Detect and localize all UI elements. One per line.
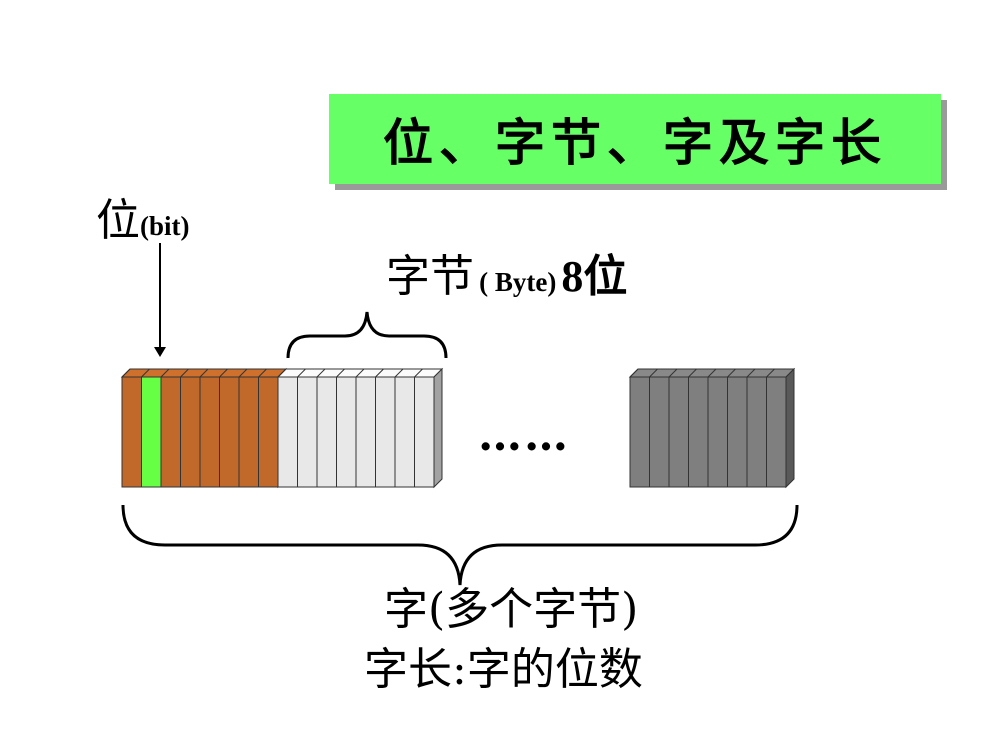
byte-label-cjk: 字节 xyxy=(386,251,474,302)
cell-group-side xyxy=(433,367,443,489)
bit-label: 位(bit) xyxy=(96,199,190,243)
bit-cell-edge xyxy=(219,368,228,378)
bit-cell xyxy=(141,376,162,488)
bit-cell-edge xyxy=(688,368,697,378)
bit-cell xyxy=(375,376,396,488)
bit-cell-edge xyxy=(316,368,326,378)
bit-cell xyxy=(199,376,220,488)
bit-cell-edge xyxy=(766,368,775,378)
bit-cell xyxy=(668,376,689,488)
cell-group-byte-last xyxy=(628,367,796,489)
bit-label-latin: (bit) xyxy=(140,211,190,241)
bit-cell-edge xyxy=(121,368,131,378)
byte-brace xyxy=(286,311,448,359)
bit-cell xyxy=(746,376,767,488)
bit-cell xyxy=(766,376,787,488)
byte-label-latin: ( Byte) xyxy=(479,267,557,297)
title-banner: 位、字节、字及字长 xyxy=(329,94,941,184)
bit-cell xyxy=(394,376,415,488)
bit-cell xyxy=(219,376,240,488)
bit-cell xyxy=(649,376,670,488)
byte-label: 字节 ( Byte) 8位 xyxy=(386,255,627,299)
bit-cell xyxy=(707,376,728,488)
word-brace xyxy=(121,504,799,586)
bit-cell-edge xyxy=(297,368,306,378)
bit-cell xyxy=(277,376,298,488)
bit-cell-edge xyxy=(180,368,189,378)
bit-cell-edge xyxy=(746,368,756,378)
bit-cell xyxy=(688,376,709,488)
bit-cell-edge xyxy=(277,368,287,378)
ellipsis: …… xyxy=(478,410,570,461)
bit-cell xyxy=(316,376,337,488)
bit-cell-edge xyxy=(727,368,736,378)
bit-cell-edge xyxy=(336,368,345,378)
bit-cell xyxy=(629,376,650,488)
bit-cell-edge xyxy=(668,368,678,378)
bit-cell xyxy=(238,376,259,488)
bit-cell xyxy=(414,376,435,488)
bit-cell-edge xyxy=(258,368,267,378)
bit-cell xyxy=(121,376,142,488)
bit-cell xyxy=(297,376,318,488)
word-length-label: 字长:字的位数 xyxy=(364,644,643,695)
cell-group-byte-1 xyxy=(120,367,288,489)
bit-cell-edge xyxy=(414,368,423,378)
cell-group-side xyxy=(785,367,795,489)
bit-cell-edge xyxy=(238,368,248,378)
byte-label-count: 8位 xyxy=(561,252,628,301)
bit-cell-edge xyxy=(160,368,170,378)
cell-group-byte-2 xyxy=(276,367,444,489)
bit-cell xyxy=(160,376,181,488)
bit-cell xyxy=(258,376,279,488)
bit-cell-edge xyxy=(199,368,209,378)
bit-cell xyxy=(180,376,201,488)
bit-cell-edge xyxy=(355,368,365,378)
bit-cell-edge xyxy=(394,368,404,378)
bit-cell xyxy=(727,376,748,488)
bit-cell xyxy=(355,376,376,488)
bit-cell xyxy=(336,376,357,488)
word-label: 字(多个字节) xyxy=(384,584,639,635)
bit-cell-edge xyxy=(707,368,717,378)
cell-groups xyxy=(120,367,796,489)
bit-cell-edge xyxy=(649,368,658,378)
bit-cell-edge xyxy=(629,368,639,378)
bit-cell-edge xyxy=(375,368,384,378)
title-text: 位、字节、字及字长 xyxy=(383,114,887,172)
bit-label-cjk: 位 xyxy=(96,195,140,246)
bit-cell-edge xyxy=(141,368,150,378)
